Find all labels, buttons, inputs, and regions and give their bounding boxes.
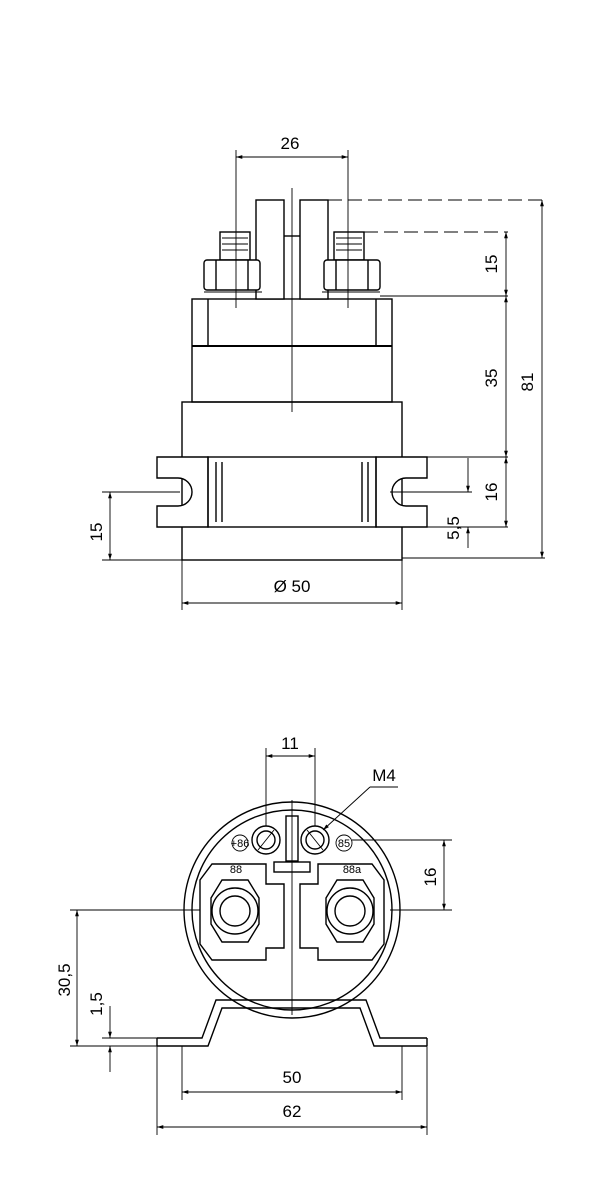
label-88a: 88a xyxy=(343,864,362,876)
terminal-block-88a xyxy=(299,863,385,961)
dim-terminal-height: 15 xyxy=(482,255,501,274)
nut-88 xyxy=(210,879,260,943)
flange-right xyxy=(375,456,428,528)
dim-height-30-5: 30,5 xyxy=(55,963,74,996)
stud-left xyxy=(219,231,251,261)
dim-terminal-spacing: 11 xyxy=(281,734,299,753)
dim-top-width: 26 xyxy=(281,134,300,153)
dim-base-height: 15 xyxy=(87,523,106,542)
flange-left xyxy=(156,456,209,528)
solenoid-body xyxy=(181,401,403,561)
nut-left xyxy=(203,259,261,291)
side-view: 26 15 35 16 81 5,5 15 Ø 50 xyxy=(87,134,545,610)
dim-body-height: 35 xyxy=(482,369,501,388)
dim-bracket-width: 62 xyxy=(283,1102,302,1121)
terminal-block-88 xyxy=(199,863,285,961)
dim-hole-spacing: 50 xyxy=(283,1068,302,1087)
nut-right xyxy=(323,259,381,291)
nut-88a xyxy=(325,879,375,943)
dim-overall-height: 81 xyxy=(518,373,537,392)
dim-thickness-1-5: 1,5 xyxy=(87,992,106,1016)
label-plus-86: +86 xyxy=(231,838,250,850)
stud-right xyxy=(333,231,365,261)
mounting-bracket xyxy=(157,1007,427,1047)
dim-offset-16: 16 xyxy=(421,868,440,887)
dim-flange-height: 16 xyxy=(482,483,501,502)
label-85: 85 xyxy=(338,838,350,850)
dim-diameter: Ø 50 xyxy=(274,577,311,596)
dim-flange-offset: 5,5 xyxy=(444,516,463,540)
thread-label: M4 xyxy=(372,766,396,785)
top-view: +86 85 88 88a 11 M4 16 30,5 1,5 50 xyxy=(55,734,452,1135)
label-88: 88 xyxy=(230,864,242,876)
